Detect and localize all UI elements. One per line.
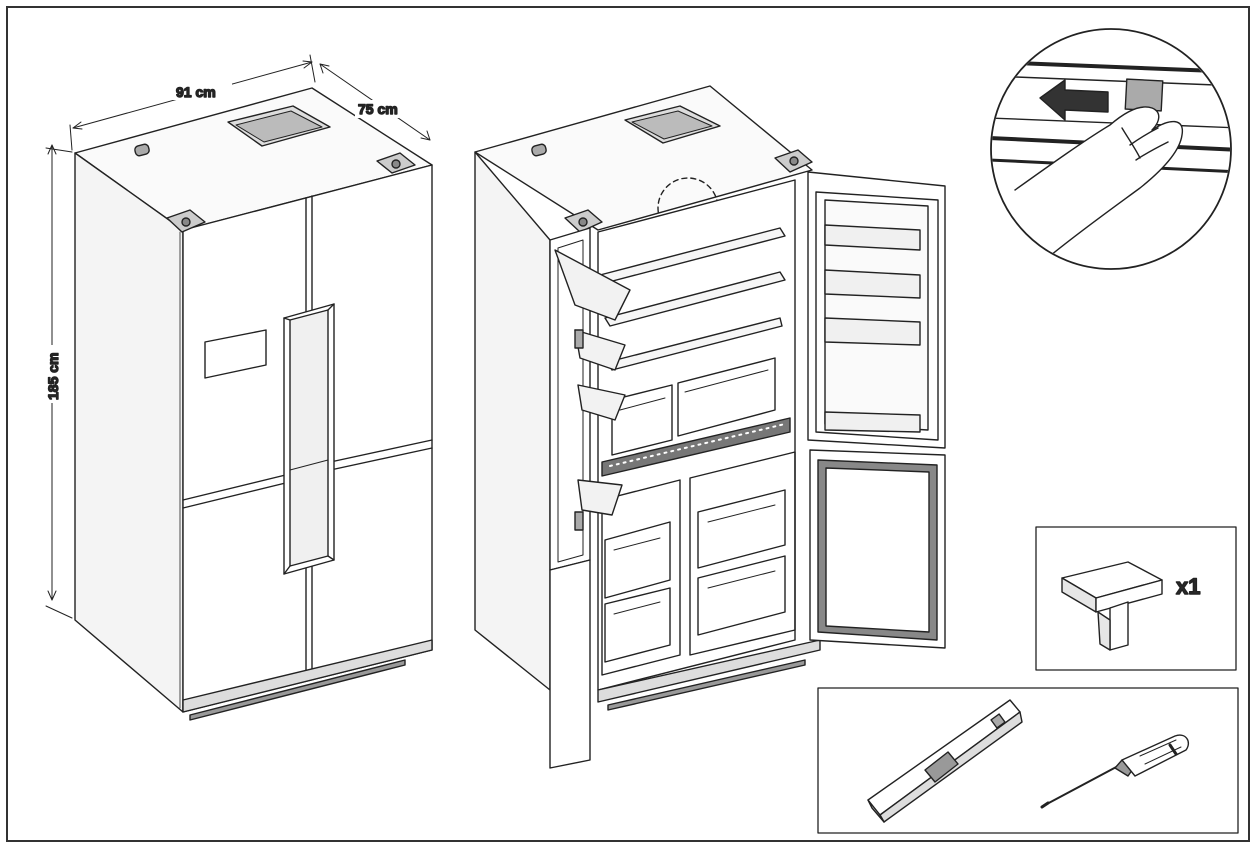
leveling-foot-icon — [1061, 561, 1163, 651]
width-dimension-label: 91 cm — [176, 84, 216, 100]
closed-fridge — [74, 87, 433, 721]
open-fridge — [474, 85, 946, 769]
accessory-quantity-label: x1 — [1176, 574, 1200, 599]
hinge-icon — [166, 152, 416, 233]
detail-inset — [990, 28, 1232, 270]
spirit-level-icon — [867, 699, 1023, 823]
depth-dimension-label: 75 cm — [358, 101, 398, 117]
tools-box — [817, 687, 1239, 834]
screwdriver-icon — [1040, 734, 1190, 809]
height-dimension-label: 185 cm — [45, 353, 61, 400]
accessory-box: x1 — [1035, 526, 1237, 671]
hand-icon — [1014, 106, 1184, 261]
arrow-left-icon — [1039, 79, 1109, 121]
